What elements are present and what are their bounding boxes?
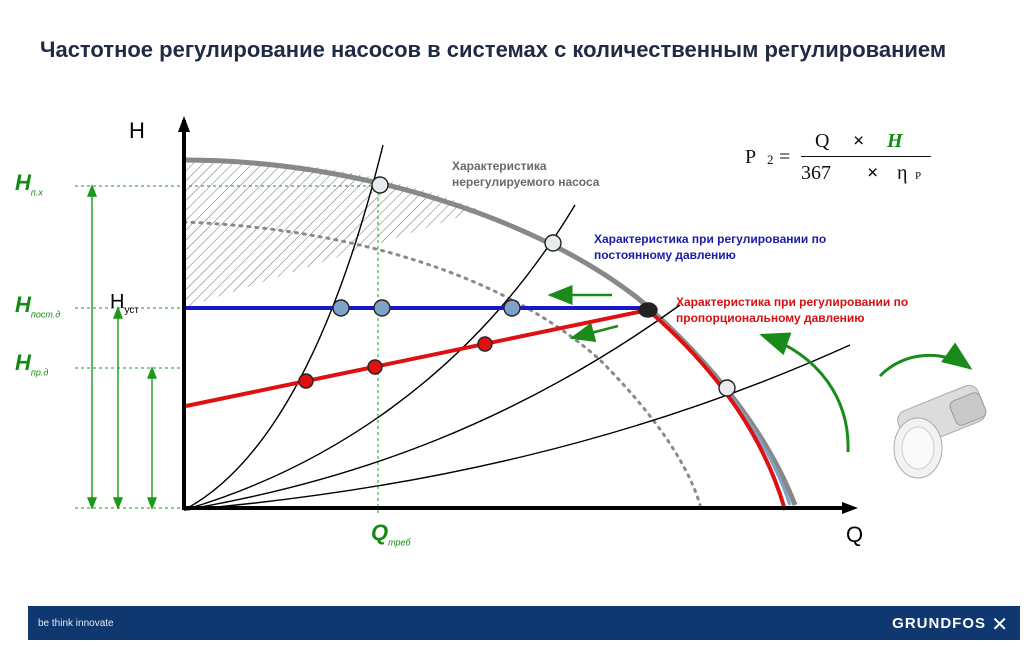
system-curve-2 [183,204,576,511]
point-prop-3 [477,336,493,352]
y-axis-label: H [129,118,145,143]
footer-bar: be think innovate GRUNDFOS ✕ [28,606,1020,640]
page-title: Частотное регулирование насосов в систем… [40,37,947,62]
reduced-speed-curve [182,220,702,507]
unregulated-pump-curve-blue [644,303,792,506]
point-prop-1 [298,373,314,389]
h-ust-label: Hуст [110,291,139,316]
system-curve-3 [183,304,681,511]
point-design [638,302,658,318]
unregulated-pump-curve [183,157,798,506]
proportional-pressure-line [185,307,787,511]
slogan: be think innovate [38,618,114,629]
power-formula: P 2 = Q × H 367 × η Р [745,130,945,190]
point-unregulated-high [371,176,389,194]
grundfos-x-icon: ✕ [991,614,1008,636]
arrow-curved-up [759,332,850,453]
grundfos-logo: GRUNDFOS [892,615,986,632]
point-prop-2 [367,359,383,375]
point-unregulated-2 [544,234,562,252]
h-px-label: Hп.х [15,170,43,198]
rotate-arrow-icon [878,342,973,378]
point-unregulated-3 [718,379,736,397]
system-curve-4 [183,344,851,511]
hatched-loss-area [184,159,480,308]
point-constant-2 [373,299,391,317]
point-constant-1 [332,299,350,317]
q-treb-label: Qтреб [371,520,411,548]
h-post-label: Hпост.д [15,292,61,320]
thermostatic-valve-icon [893,384,987,479]
x-axis-label: Q [846,522,864,547]
system-curve-1 [183,144,384,511]
point-constant-3 [503,299,521,317]
arrow-left-2 [569,322,619,342]
h-pr-label: Hпр.д [15,350,49,378]
